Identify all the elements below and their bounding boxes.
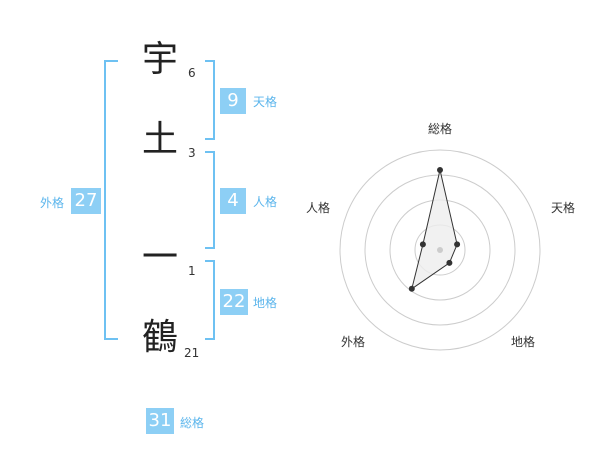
gaikaku-label: 外格 xyxy=(40,196,65,210)
radar-center-dot xyxy=(437,247,443,253)
gaikaku-value-badge: 27 xyxy=(71,188,101,214)
radar-point-1 xyxy=(437,167,443,173)
radar-axis-label-soukaku: 総格 xyxy=(428,122,453,136)
tenkaku-value-badge: 9 xyxy=(220,88,246,114)
soukaku-label: 総格 xyxy=(180,416,205,430)
radar-axis-label-chikaku: 地格 xyxy=(511,335,536,349)
radar-series-polygon xyxy=(410,169,458,290)
radar-ring xyxy=(339,149,541,351)
stroke-count-1: 6 xyxy=(188,66,196,80)
name-char-2: 土 xyxy=(141,119,178,160)
radar-point-2 xyxy=(454,241,461,248)
stroke-count-2: 3 xyxy=(188,146,196,160)
chikaku-label: 地格 xyxy=(253,296,278,310)
jinkaku-value-badge: 4 xyxy=(220,188,246,214)
radar-point-5 xyxy=(419,241,426,248)
tenkaku-label: 天格 xyxy=(253,95,278,109)
stroke-count-4: 21 xyxy=(184,346,200,360)
fortune-radar-chart xyxy=(339,149,541,351)
name-char-4: 鶴 xyxy=(141,317,178,358)
stroke-count-3: 1 xyxy=(188,264,196,278)
gaikaku-bracket xyxy=(104,60,118,340)
radar-point-4 xyxy=(408,285,415,292)
chikaku-value-badge: 22 xyxy=(220,289,248,315)
radar-axis-label-jinkaku: 人格 xyxy=(306,201,331,215)
jinkaku-bracket xyxy=(205,151,215,249)
tenkaku-bracket xyxy=(205,60,215,140)
radar-axis-label-tenkaku: 天格 xyxy=(551,201,576,215)
jinkaku-label: 人格 xyxy=(253,195,278,209)
name-char-3: 一 xyxy=(141,237,178,278)
chikaku-bracket xyxy=(205,260,215,340)
name-char-1: 宇 xyxy=(141,39,178,80)
radar-axis-label-gaikaku: 外格 xyxy=(341,335,366,349)
soukaku-value-badge: 31 xyxy=(146,408,174,434)
radar-point-3 xyxy=(446,259,453,266)
